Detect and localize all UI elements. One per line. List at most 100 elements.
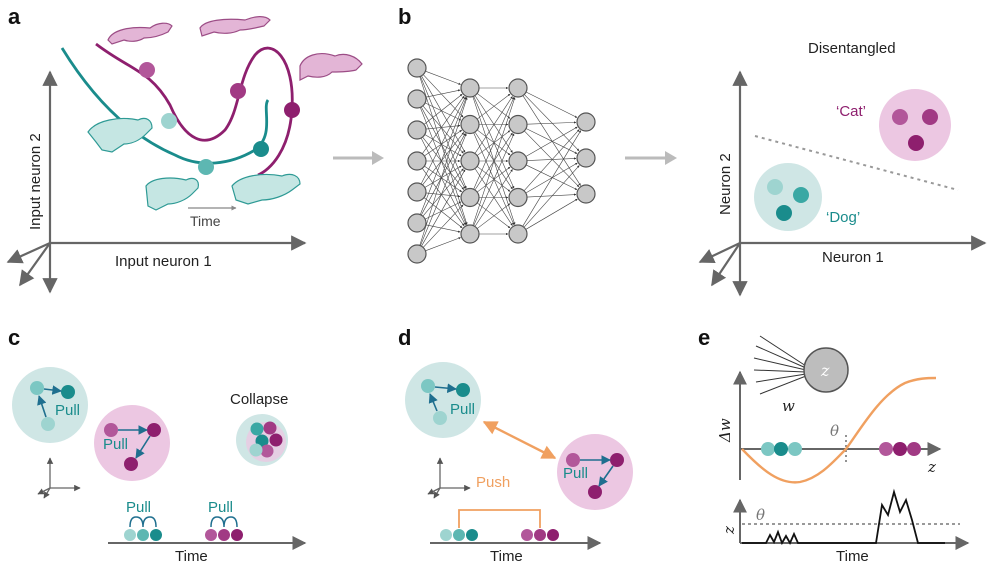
network-connection bbox=[422, 105, 464, 154]
network-connection bbox=[422, 95, 465, 154]
network-connection bbox=[425, 89, 461, 98]
network-connection bbox=[525, 198, 578, 230]
push-label: Push bbox=[476, 474, 510, 491]
network-connection bbox=[474, 96, 513, 154]
disentangled-ylabel: Neuron 2 bbox=[717, 153, 734, 215]
network-connection bbox=[424, 134, 462, 157]
network-connection bbox=[523, 129, 580, 192]
d-dog-cluster bbox=[405, 362, 481, 438]
panel-e-label: e bbox=[698, 325, 710, 350]
d-pull-bottom: Pull bbox=[563, 465, 588, 482]
flow-arrow-2 bbox=[625, 151, 677, 165]
network-connection bbox=[476, 93, 511, 120]
dog-silhouette-1 bbox=[87, 117, 153, 153]
network-node-layer-1 bbox=[407, 120, 427, 140]
panel-e: e z w Δw z θ z θ bbox=[698, 325, 970, 565]
dog-point-1 bbox=[161, 113, 177, 129]
dog-silhouette-3 bbox=[231, 173, 301, 205]
network-connection bbox=[425, 70, 461, 85]
dog-silhouette-2 bbox=[145, 177, 199, 211]
network-node-layer-1 bbox=[407, 58, 427, 78]
c-pull-timeline-right: Pull bbox=[208, 499, 233, 516]
network-connection bbox=[420, 76, 467, 189]
network-connection bbox=[525, 162, 578, 194]
cat-cluster bbox=[879, 89, 951, 161]
network-node-layer-1 bbox=[407, 244, 427, 264]
c-pull-bottom: Pull bbox=[103, 436, 128, 453]
network-node-layer-1 bbox=[407, 182, 427, 202]
network-connection bbox=[523, 165, 580, 228]
network-node-layer-3 bbox=[508, 114, 528, 135]
network-connection bbox=[424, 129, 462, 157]
network-node-layer-3 bbox=[508, 151, 528, 171]
network-connection bbox=[526, 193, 577, 198]
dw-label: Δw bbox=[716, 418, 734, 443]
panel-b: b bbox=[398, 4, 596, 264]
neuron-inputs bbox=[753, 335, 807, 395]
panel-a-axes bbox=[6, 70, 307, 294]
cat-silhouette-3 bbox=[299, 53, 363, 81]
cat-point-1 bbox=[139, 62, 155, 78]
network-connection bbox=[476, 202, 511, 229]
network-connection bbox=[524, 94, 580, 152]
panel-a-ylabel: Input neuron 2 bbox=[27, 133, 44, 230]
dog-point-3 bbox=[253, 141, 269, 157]
network-node-layer-2 bbox=[460, 151, 480, 171]
c-pull-top: Pull bbox=[55, 402, 80, 419]
panel-a-xlabel: Input neuron 1 bbox=[115, 253, 212, 270]
d-time-label: Time bbox=[490, 548, 523, 565]
dog-trajectory bbox=[60, 47, 270, 165]
network-node-layer-4 bbox=[576, 148, 596, 168]
network-connection bbox=[420, 107, 467, 225]
cat-label: ‘Cat’ bbox=[836, 103, 866, 120]
d-cat-cluster bbox=[557, 434, 633, 510]
network-connection bbox=[425, 124, 461, 130]
network-node-layer-2 bbox=[460, 78, 480, 98]
dog-point-2 bbox=[198, 159, 214, 175]
cat-silhouette-2 bbox=[199, 16, 271, 37]
network-node-layer-1 bbox=[407, 151, 427, 171]
network-connection bbox=[424, 102, 462, 121]
panel-a-label: a bbox=[8, 4, 21, 29]
d-pull-top: Pull bbox=[450, 401, 475, 418]
network-node-layer-3 bbox=[508, 187, 528, 208]
network-connection bbox=[422, 168, 465, 227]
network-connection bbox=[422, 132, 465, 186]
network-connection bbox=[474, 168, 513, 226]
disentangled-xlabel: Neuron 1 bbox=[822, 249, 884, 266]
dog-cluster bbox=[754, 163, 822, 231]
network-connection bbox=[425, 192, 461, 198]
theta-top: θ bbox=[830, 422, 839, 440]
network-connection bbox=[476, 203, 511, 229]
panel-a-time-label: Time bbox=[190, 213, 221, 229]
cat-point-3 bbox=[284, 102, 300, 118]
network-connection bbox=[420, 97, 467, 215]
network-connection bbox=[526, 157, 577, 161]
z-axis-label: z bbox=[927, 458, 936, 476]
network-node-layer-2 bbox=[460, 114, 480, 135]
network-connection bbox=[424, 165, 462, 193]
e-time-label: Time bbox=[836, 548, 869, 565]
network-connection bbox=[476, 129, 511, 156]
network-connection bbox=[421, 75, 466, 153]
decision-boundary bbox=[754, 135, 959, 191]
network-connection bbox=[422, 74, 464, 118]
network-connection bbox=[420, 133, 467, 246]
panel-d: d Pull Pull Push Time bbox=[398, 325, 633, 565]
network-connection bbox=[522, 95, 581, 186]
c-time-label: Time bbox=[175, 548, 208, 565]
cat-point-2 bbox=[230, 83, 246, 99]
collapse-label: Collapse bbox=[230, 391, 288, 408]
panel-d-label: d bbox=[398, 325, 411, 350]
push-arrow bbox=[482, 420, 557, 460]
network-connection bbox=[474, 131, 513, 190]
push-bracket bbox=[458, 509, 541, 528]
network-connection bbox=[476, 166, 511, 192]
network-connection bbox=[423, 93, 463, 125]
disentangled-plot: Disentangled Neuron 2 Neuron 1 ‘Cat’ ‘Do… bbox=[698, 40, 987, 297]
network-node-layer-2 bbox=[460, 187, 480, 208]
z-ylabel: z bbox=[720, 526, 738, 535]
network-node-layer-3 bbox=[508, 224, 528, 244]
network-connection bbox=[423, 197, 463, 229]
network-connection bbox=[420, 96, 466, 185]
